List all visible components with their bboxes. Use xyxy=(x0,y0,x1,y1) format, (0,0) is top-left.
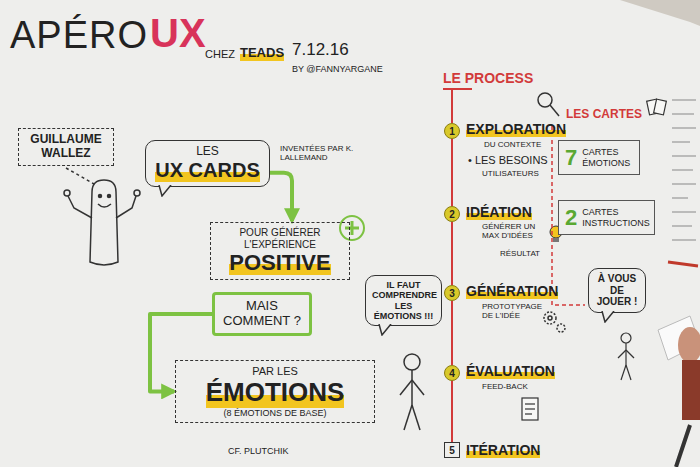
node-subtext: (8 ÉMOTIONS DE BASE) xyxy=(182,408,368,418)
node-text: 2 xyxy=(565,205,577,230)
section-heading: LE PROCESS xyxy=(443,70,533,86)
process-line xyxy=(443,88,472,90)
step-text: RÉSULTAT xyxy=(500,249,540,258)
card-box: 7CARTES ÉMOTIONS xyxy=(558,140,640,175)
node-text: 5 xyxy=(445,443,459,459)
step-text: • LES BESOINS xyxy=(468,154,548,167)
goal-box: POUR GÉNÉRER L'EXPÉRIENCEPOSITIVE xyxy=(210,222,350,280)
inventor-note: INVENTÉES PAR K. LALLEMAND xyxy=(280,144,360,162)
bubble-tail-outline xyxy=(159,185,171,196)
question-box: MAIS COMMENT ? xyxy=(212,292,312,336)
step-number: 5 xyxy=(444,442,460,458)
node-text: 7 xyxy=(565,145,577,170)
node-text: 1 xyxy=(445,124,459,140)
diagram-title: APÉRO xyxy=(10,14,148,58)
node-text: PAR LES xyxy=(182,365,368,378)
writer-hand xyxy=(678,327,700,363)
notes-scribble xyxy=(672,100,696,240)
speaker-figure xyxy=(64,168,140,265)
section-heading: LES CARTES xyxy=(566,108,642,122)
connector xyxy=(451,381,453,442)
step-number: 1 xyxy=(444,123,460,139)
step-text: ITÉRATION xyxy=(466,442,540,458)
person-name-box: GUILLAUME WALLEZ xyxy=(18,128,114,166)
topic-bubble: LESUX CARDS xyxy=(145,140,270,187)
speech-bubble: À VOUS DE JOUER ! xyxy=(588,268,646,313)
step-number: 4 xyxy=(444,365,460,381)
node-text: 2 xyxy=(445,207,459,223)
connector xyxy=(451,301,453,365)
node-text: POUR GÉNÉRER L'EXPÉRIENCE xyxy=(217,227,343,250)
bubble-tail-outline xyxy=(602,311,614,322)
easel-leg xyxy=(676,425,690,467)
connector xyxy=(270,173,292,221)
step-text: IDÉATION xyxy=(466,204,532,220)
step-text: ÉVALUATION xyxy=(466,363,555,379)
connector xyxy=(150,314,212,392)
step-text: EXPLORATION xyxy=(466,121,566,137)
cards-icon xyxy=(647,99,667,115)
node-text: LES xyxy=(152,145,263,159)
author-credit: BY @FANNYARGANE xyxy=(292,64,383,74)
node-text: MAIS COMMENT ? xyxy=(221,299,303,329)
step-text: PROTOTYPAGE DE L'IDÉE xyxy=(482,302,544,320)
node-subtext: CARTES INSTRUCTIONS xyxy=(582,207,650,228)
stick-figure xyxy=(618,333,634,380)
document-icon xyxy=(522,398,538,420)
node-text: À VOUS DE JOUER ! xyxy=(595,273,639,308)
step-number: 3 xyxy=(444,285,460,301)
node-subtext: ÉMOTIONS xyxy=(206,378,345,408)
title-accent: UX xyxy=(150,10,206,56)
node-text: GUILLAUME WALLEZ xyxy=(25,133,107,161)
node-text: 4 xyxy=(445,366,459,382)
node-subtext: CARTES ÉMOTIONS xyxy=(582,147,633,168)
connector xyxy=(451,139,453,206)
step-text: GÉNÉRER UN MAX D'IDÉES xyxy=(482,222,542,240)
connector xyxy=(451,222,453,285)
bubble-tail xyxy=(158,185,174,197)
process-line xyxy=(451,89,453,123)
event-date: 7.12.16 xyxy=(292,40,349,60)
step-text: FEED-BACK xyxy=(482,382,528,391)
step-text: UTILISATEURS xyxy=(482,169,539,178)
marker-pen xyxy=(668,262,698,266)
speech-bubble: IL FAUT COMPRENDRE LES ÉMOTIONS !!! xyxy=(365,275,442,326)
venue-name: TEADS xyxy=(240,46,284,61)
emotions-box: PAR LESÉMOTIONS(8 ÉMOTIONS DE BASE) xyxy=(175,360,375,423)
bubble-tail-outline xyxy=(379,324,391,335)
bubble-tail xyxy=(378,324,394,336)
step-text: DU CONTEXTE xyxy=(484,140,541,149)
node-subtext: POSITIVE xyxy=(229,250,330,275)
gears-icon xyxy=(544,312,565,332)
stick-figure xyxy=(400,354,424,430)
card-box: 2CARTES INSTRUCTIONS xyxy=(558,200,655,235)
step-text: GÉNÉRATION xyxy=(466,283,558,299)
node-text: 3 xyxy=(445,286,459,302)
node-text: IL FAUT COMPRENDRE LES ÉMOTIONS !!! xyxy=(372,280,435,321)
step-number: 2 xyxy=(444,206,460,222)
magnifier-icon xyxy=(538,93,559,116)
writer-arm xyxy=(682,360,700,420)
venue-text: CHEZ xyxy=(205,48,235,61)
reference-note: CF. PLUTCHIK xyxy=(228,446,289,456)
plus-symbol xyxy=(340,216,364,240)
bubble-tail xyxy=(601,311,617,323)
node-subtext: UX CARDS xyxy=(155,159,259,182)
